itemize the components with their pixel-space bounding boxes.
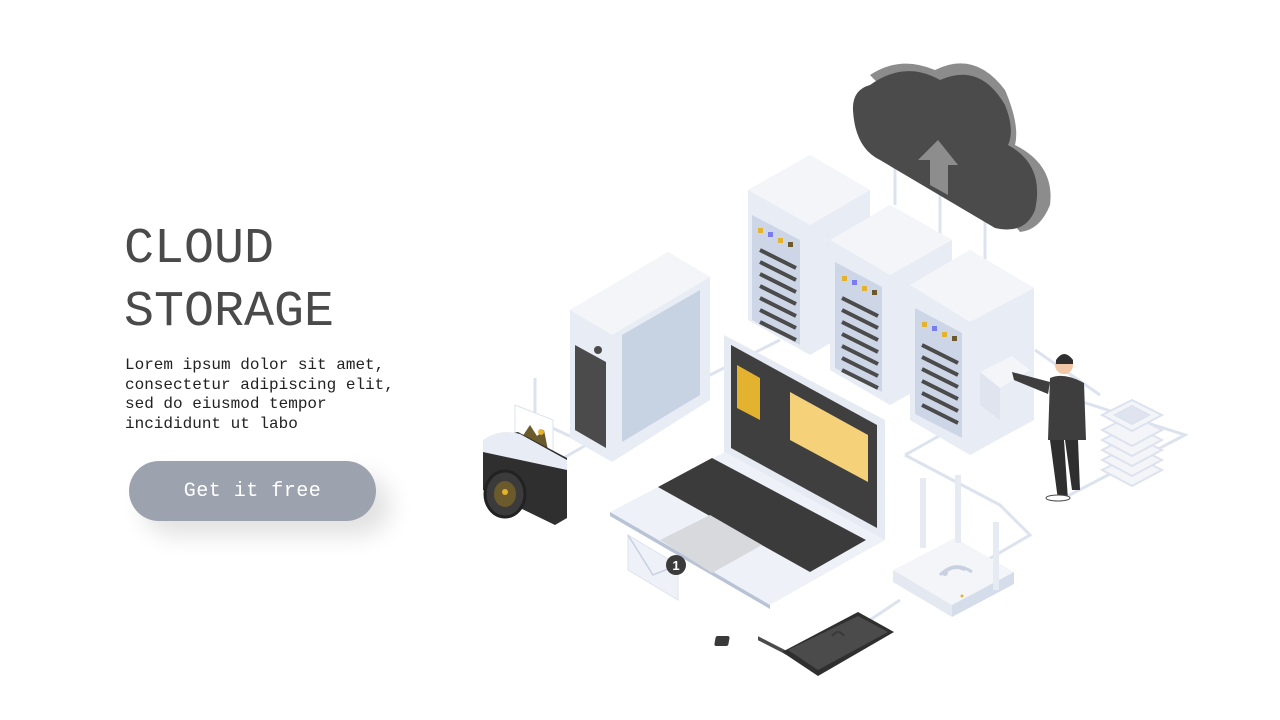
- smartphone-icon: [714, 612, 894, 676]
- router-icon: [893, 475, 1014, 617]
- camera-icon: [483, 404, 567, 525]
- hero-text: CLOUD STORAGE Lorem ipsum dolor sit amet…: [124, 218, 454, 434]
- mail-icon: 1: [627, 534, 686, 601]
- pc-tower-icon: [570, 252, 710, 462]
- person-figure: [1012, 354, 1086, 502]
- get-it-free-button[interactable]: Get it free: [129, 461, 376, 521]
- title-line-2: STORAGE: [124, 284, 335, 341]
- hero-description: Lorem ipsum dolor sit amet, consectetur …: [125, 356, 394, 433]
- cloud-storage-illustration: 1: [483, 63, 1189, 676]
- title-line-1: CLOUD: [124, 221, 275, 278]
- server-icon-3: [910, 250, 1034, 455]
- page-title: CLOUD STORAGE: [124, 218, 454, 344]
- laptop-icon: [610, 335, 885, 609]
- cloud-upload-icon: [852, 63, 1051, 233]
- mail-badge: 1: [672, 558, 679, 573]
- stack-icon: [1099, 398, 1165, 488]
